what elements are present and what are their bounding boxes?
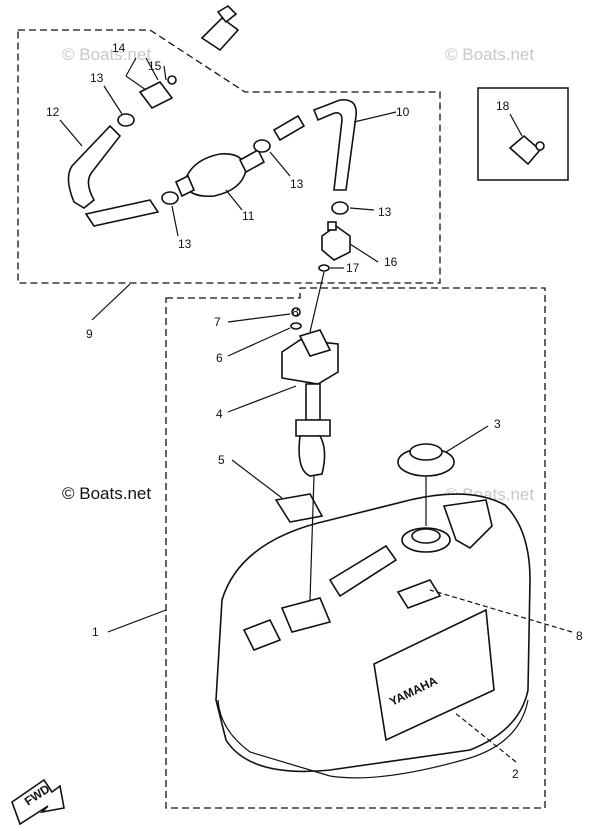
callout-12: 12: [46, 105, 60, 119]
tank-cap-3: [397, 443, 455, 477]
item-18-part: [508, 134, 545, 166]
fuel-hose-12-lower: [84, 199, 160, 227]
callout-6: 6: [216, 351, 223, 365]
callout-5: 5: [218, 453, 225, 467]
callout-4: 4: [216, 407, 223, 421]
fuel-line-kit-boundary: [17, 29, 441, 284]
callout-1: 1: [92, 625, 99, 639]
callout-10: 10: [396, 105, 410, 119]
hose-joint-14: [138, 75, 177, 110]
callout-3: 3: [494, 417, 501, 431]
primer-bulb-11: [174, 148, 266, 198]
fuel-tank-1: YAMAHA: [215, 493, 531, 779]
callout-15: 15: [148, 59, 162, 73]
watermark-middle-left: © Boats.net: [62, 484, 151, 503]
callout-13-a: 13: [90, 71, 104, 85]
fuel-hose-10: [312, 99, 357, 191]
watermark-top-left: © Boats.net: [62, 45, 151, 64]
washer-7: [290, 322, 302, 330]
callout-11: 11: [242, 209, 255, 223]
hose-clip-13-b: [161, 191, 179, 205]
hose-clip-13-d: [331, 201, 349, 215]
callout-8-a: 8: [292, 305, 299, 319]
callout-14: 14: [112, 41, 126, 55]
screw-8: [291, 307, 301, 317]
fuel-tank-boundary: [165, 287, 546, 809]
callout-18: 18: [496, 99, 510, 113]
fuel-pickup-assy-4: [281, 329, 339, 477]
callout-17: 17: [346, 261, 360, 275]
callout-8-b: 8: [576, 629, 583, 643]
tank-connector-16: [321, 221, 351, 261]
hose-clip-13-c: [253, 139, 271, 153]
o-ring-17: [318, 264, 330, 272]
callout-16: 16: [384, 255, 398, 269]
short-hose-segment: [272, 114, 306, 142]
callout-7: 7: [214, 315, 221, 329]
fuel-connector-top: [200, 4, 240, 52]
callout-9: 9: [86, 327, 93, 341]
callout-13-d: 13: [378, 205, 392, 219]
item-18-box: [477, 87, 569, 181]
gasket-5: [274, 493, 324, 523]
callout-2: 2: [512, 767, 519, 781]
fwd-arrow: FWD: [11, 778, 65, 826]
watermark-top-right: © Boats.net: [445, 45, 534, 64]
callout-13-c: 13: [290, 177, 304, 191]
callout-13-b: 13: [178, 237, 192, 251]
fuel-hose-12: [67, 124, 122, 209]
hose-clip-13-a: [117, 113, 135, 127]
